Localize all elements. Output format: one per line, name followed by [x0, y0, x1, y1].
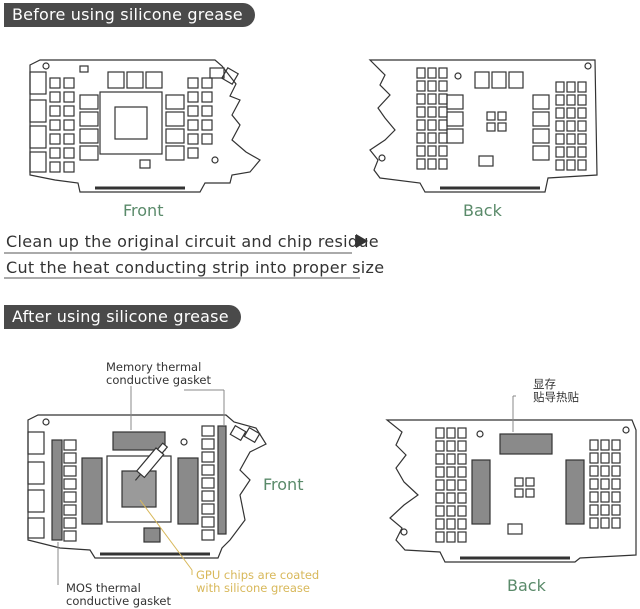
after-back-board	[385, 419, 637, 563]
before-front-board	[29, 59, 261, 193]
mos-annotation: MOS thermal conductive gasket	[66, 582, 171, 608]
step-clean-text: Clean up the original circuit and chip r…	[6, 232, 379, 251]
memory-annotation: Memory thermal conductive gasket	[106, 361, 211, 387]
before-section-title: Before using silicone grease	[4, 3, 255, 27]
mos-annotation-line1: MOS thermal	[66, 581, 141, 595]
before-front-label: Front	[123, 201, 164, 220]
after-front-board	[27, 414, 267, 559]
gpu-annotation-line1: GPU chips are coated	[196, 568, 320, 582]
gpu-annotation-line2: with silicone grease	[196, 581, 310, 595]
cn-annotation-line1: 显存	[533, 377, 556, 391]
before-back-label: Back	[463, 201, 502, 220]
gpu-annotation: GPU chips are coated with silicone greas…	[196, 569, 319, 595]
after-back-label: Back	[507, 576, 546, 595]
before-back-board	[368, 59, 598, 193]
cn-annotation-line2: 贴导热贴	[533, 390, 579, 404]
memory-annotation-line1: Memory thermal	[106, 360, 202, 374]
cn-annotation: 显存 贴导热贴	[533, 378, 579, 404]
after-section-title: After using silicone grease	[4, 305, 241, 329]
step-cut-text: Cut the heat conducting strip into prope…	[6, 258, 385, 277]
mos-annotation-line2: conductive gasket	[66, 594, 171, 608]
memory-annotation-line2: conductive gasket	[106, 373, 211, 387]
after-front-label: Front	[263, 475, 304, 494]
